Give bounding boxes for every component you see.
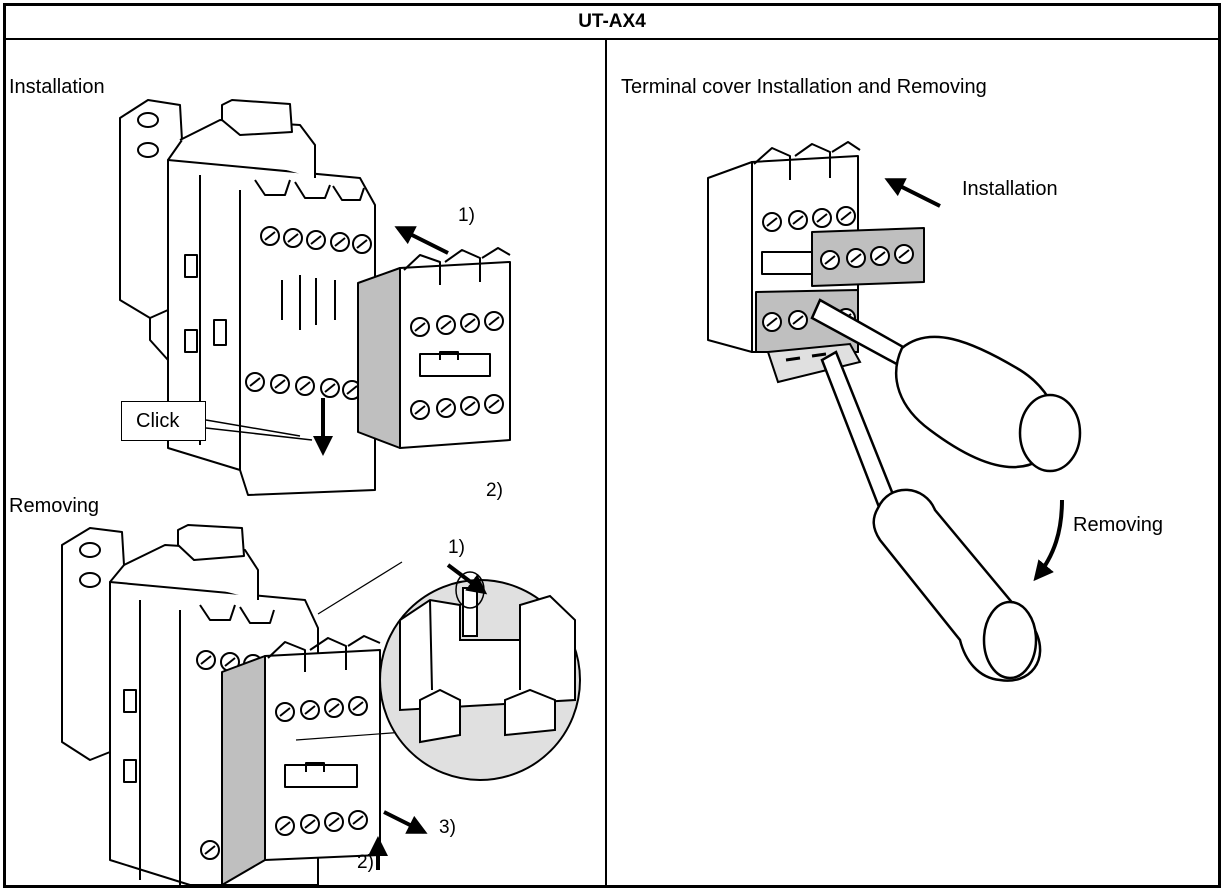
aux-block-installation xyxy=(357,247,511,449)
screwdriver-lower xyxy=(820,350,1042,682)
column-divider xyxy=(605,40,607,888)
header-row: UT-AX4 xyxy=(3,3,1221,40)
terminal-cover-installation-label: Installation xyxy=(962,178,1058,200)
aux-block-removing xyxy=(221,635,381,886)
terminal-cover-arrows xyxy=(884,178,1064,582)
model-title: UT-AX4 xyxy=(578,11,646,32)
screwdriver-upper xyxy=(810,298,1082,473)
installation-step-1: 1) xyxy=(458,205,475,226)
removing-arrows xyxy=(368,563,488,870)
aux-block-terminal-cover xyxy=(707,141,925,353)
removing-step-1: 1) xyxy=(448,537,465,558)
removing-step-2: 2) xyxy=(357,852,374,873)
terminal-cover-removing-label: Removing xyxy=(1073,514,1164,536)
outer-frame xyxy=(3,3,1221,888)
click-label: Click xyxy=(136,410,180,432)
removing-heading: Removing xyxy=(9,495,100,517)
removing-step-3: 3) xyxy=(439,817,456,838)
terminal-cover-heading: Terminal cover Installation and Removing xyxy=(621,76,987,98)
installation-arrows xyxy=(205,226,449,456)
installation-step-2: 2) xyxy=(486,480,503,501)
click-callout: Click xyxy=(121,401,206,441)
installation-heading: Installation xyxy=(9,76,105,98)
